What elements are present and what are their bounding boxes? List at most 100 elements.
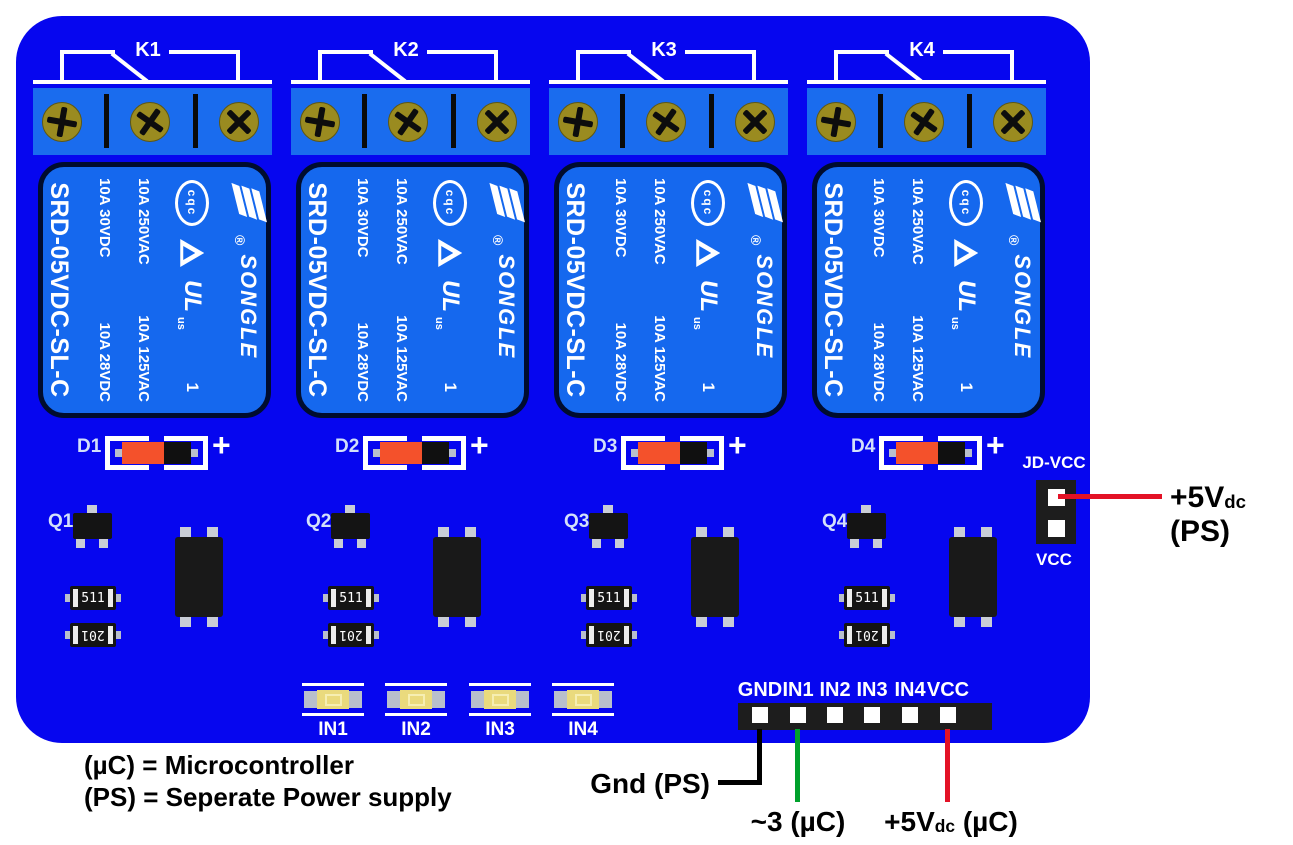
header-pin-label-in3: IN3 <box>856 679 888 701</box>
screw-terminal <box>130 102 170 142</box>
optocoupler-pin <box>465 617 476 627</box>
diode-plus-mark: + <box>986 427 1005 463</box>
smd-resistor: 201 <box>581 623 637 647</box>
optocoupler-pin <box>954 527 965 537</box>
registered-mark: ® <box>232 235 248 246</box>
transistor-ref-label: Q3 <box>564 511 590 532</box>
transistor-pin <box>76 539 85 548</box>
led-label: IN2 <box>401 719 431 740</box>
header-pin-label-vcc: VCC <box>926 679 970 701</box>
relay-symbol-right-bar <box>169 50 239 54</box>
diode-silkscreen-bracket <box>422 436 466 470</box>
optocoupler-pin <box>180 617 191 627</box>
transistor-body <box>847 513 886 539</box>
optocoupler-pin <box>981 617 992 627</box>
screw-terminal <box>735 102 775 142</box>
diode-ref-label: D3 <box>593 436 618 457</box>
relay-symbol-left-bar <box>60 50 115 54</box>
relay-symbol-right-bar <box>685 50 755 54</box>
optocoupler-pin <box>207 617 218 627</box>
relay-body: ® SONGLE cqc UL us 1 10A 250VAC 10A 125V… <box>554 162 787 418</box>
optocoupler-pin <box>723 617 734 627</box>
songle-stripes-logo <box>485 179 527 229</box>
transistor-pin <box>357 539 366 548</box>
relay-rating: 10A 28VDC <box>95 322 113 402</box>
terminal-block <box>807 88 1046 155</box>
transistor-ref-label: Q1 <box>48 511 74 532</box>
relay-channel-1: K1 ® SONGLE cqc UL us <box>33 16 291 743</box>
diode-body <box>638 442 680 464</box>
diode-lead <box>965 449 972 457</box>
diode-silkscreen-bracket <box>363 436 407 470</box>
led-silkscreen-line <box>552 713 614 716</box>
input-led-in4: IN4 <box>552 683 614 740</box>
diode-lead <box>449 449 456 457</box>
relay-coil-label: K1 <box>135 39 161 61</box>
relay-channel-4: K4 ® SONGLE cqc UL us <box>807 16 1065 743</box>
optocoupler-pin <box>438 527 449 537</box>
annotation-gnd-ps: Gnd (PS) <box>590 768 710 799</box>
diode-lead <box>191 449 198 457</box>
screw-terminal <box>558 102 598 142</box>
relay-body: ® SONGLE cqc UL us 1 10A 250VAC 10A 125V… <box>38 162 271 418</box>
registered-mark: ® <box>748 235 764 246</box>
led-label: IN1 <box>318 719 348 740</box>
smd-resistor: 511 <box>323 586 379 610</box>
cqc-cert-icon: cqc <box>433 180 468 226</box>
header-pin-label-gnd: GND <box>737 679 783 701</box>
screw-terminal <box>904 102 944 142</box>
annotation-5v-uc: +5Vdc (µC) <box>884 806 1018 837</box>
diode-body <box>380 442 422 464</box>
diode-cathode <box>422 442 449 464</box>
transistor-body <box>73 513 112 539</box>
optocoupler <box>175 527 223 627</box>
terminal-block <box>549 88 788 155</box>
diode-body <box>122 442 164 464</box>
screw-terminal <box>477 102 517 142</box>
terminal-divider <box>620 94 625 148</box>
relay-symbol-left-bar <box>318 50 373 54</box>
annotation-pin3-uc: ~3 (µC) <box>750 806 846 837</box>
smd-resistor: 201 <box>65 623 121 647</box>
led-silkscreen-line <box>469 683 531 686</box>
input-led-in3: IN3 <box>469 683 531 740</box>
led-body <box>484 690 516 709</box>
relay-symbol-baseline <box>549 80 788 84</box>
led-silkscreen-line <box>302 683 364 686</box>
optocoupler-pin <box>207 527 218 537</box>
led-body <box>400 690 432 709</box>
relay-rating: 10A 125VAC <box>135 315 153 402</box>
optocoupler <box>433 527 481 627</box>
ul-cert-icon: UL <box>437 280 465 312</box>
transistor-pin <box>615 539 624 548</box>
relay-rating: 10A 250VAC <box>651 178 669 265</box>
header-pin-in1 <box>790 707 806 723</box>
led-pad <box>554 691 567 708</box>
terminal-divider <box>878 94 883 148</box>
wire-gnd-horizontal <box>718 780 762 785</box>
transistor-pin <box>603 505 613 513</box>
terminal-divider <box>709 94 714 148</box>
terminal-divider <box>104 94 109 148</box>
relay-rating: 10A 125VAC <box>651 315 669 402</box>
diode-lead <box>631 449 638 457</box>
relay-rating: 10A 250VAC <box>909 178 927 265</box>
relay-rating: 10A 30VDC <box>611 178 629 258</box>
ul-number: 1 <box>699 382 719 392</box>
vcc-jumper-pin <box>1048 520 1065 537</box>
relay-symbol-right-riser <box>1010 50 1014 84</box>
led-body <box>317 690 349 709</box>
optocoupler-body <box>691 537 739 617</box>
wire-jdvcc-red <box>1058 494 1162 499</box>
relay-label: ® SONGLE cqc UL us 1 10A 250VAC 10A 125V… <box>818 170 1042 410</box>
led-pad <box>471 691 484 708</box>
diode-silkscreen-bracket <box>680 436 724 470</box>
input-led-in2: IN2 <box>385 683 447 740</box>
relay-label: ® SONGLE cqc UL us 1 10A 250VAC 10A 125V… <box>302 170 526 410</box>
ul-cert-icon: UL <box>695 280 723 312</box>
header-pin-in2 <box>827 707 843 723</box>
optocoupler-pin <box>723 527 734 537</box>
terminal-block <box>33 88 272 155</box>
relay-symbol-left-riser <box>318 50 322 84</box>
songle-stripes-logo <box>1001 179 1043 229</box>
